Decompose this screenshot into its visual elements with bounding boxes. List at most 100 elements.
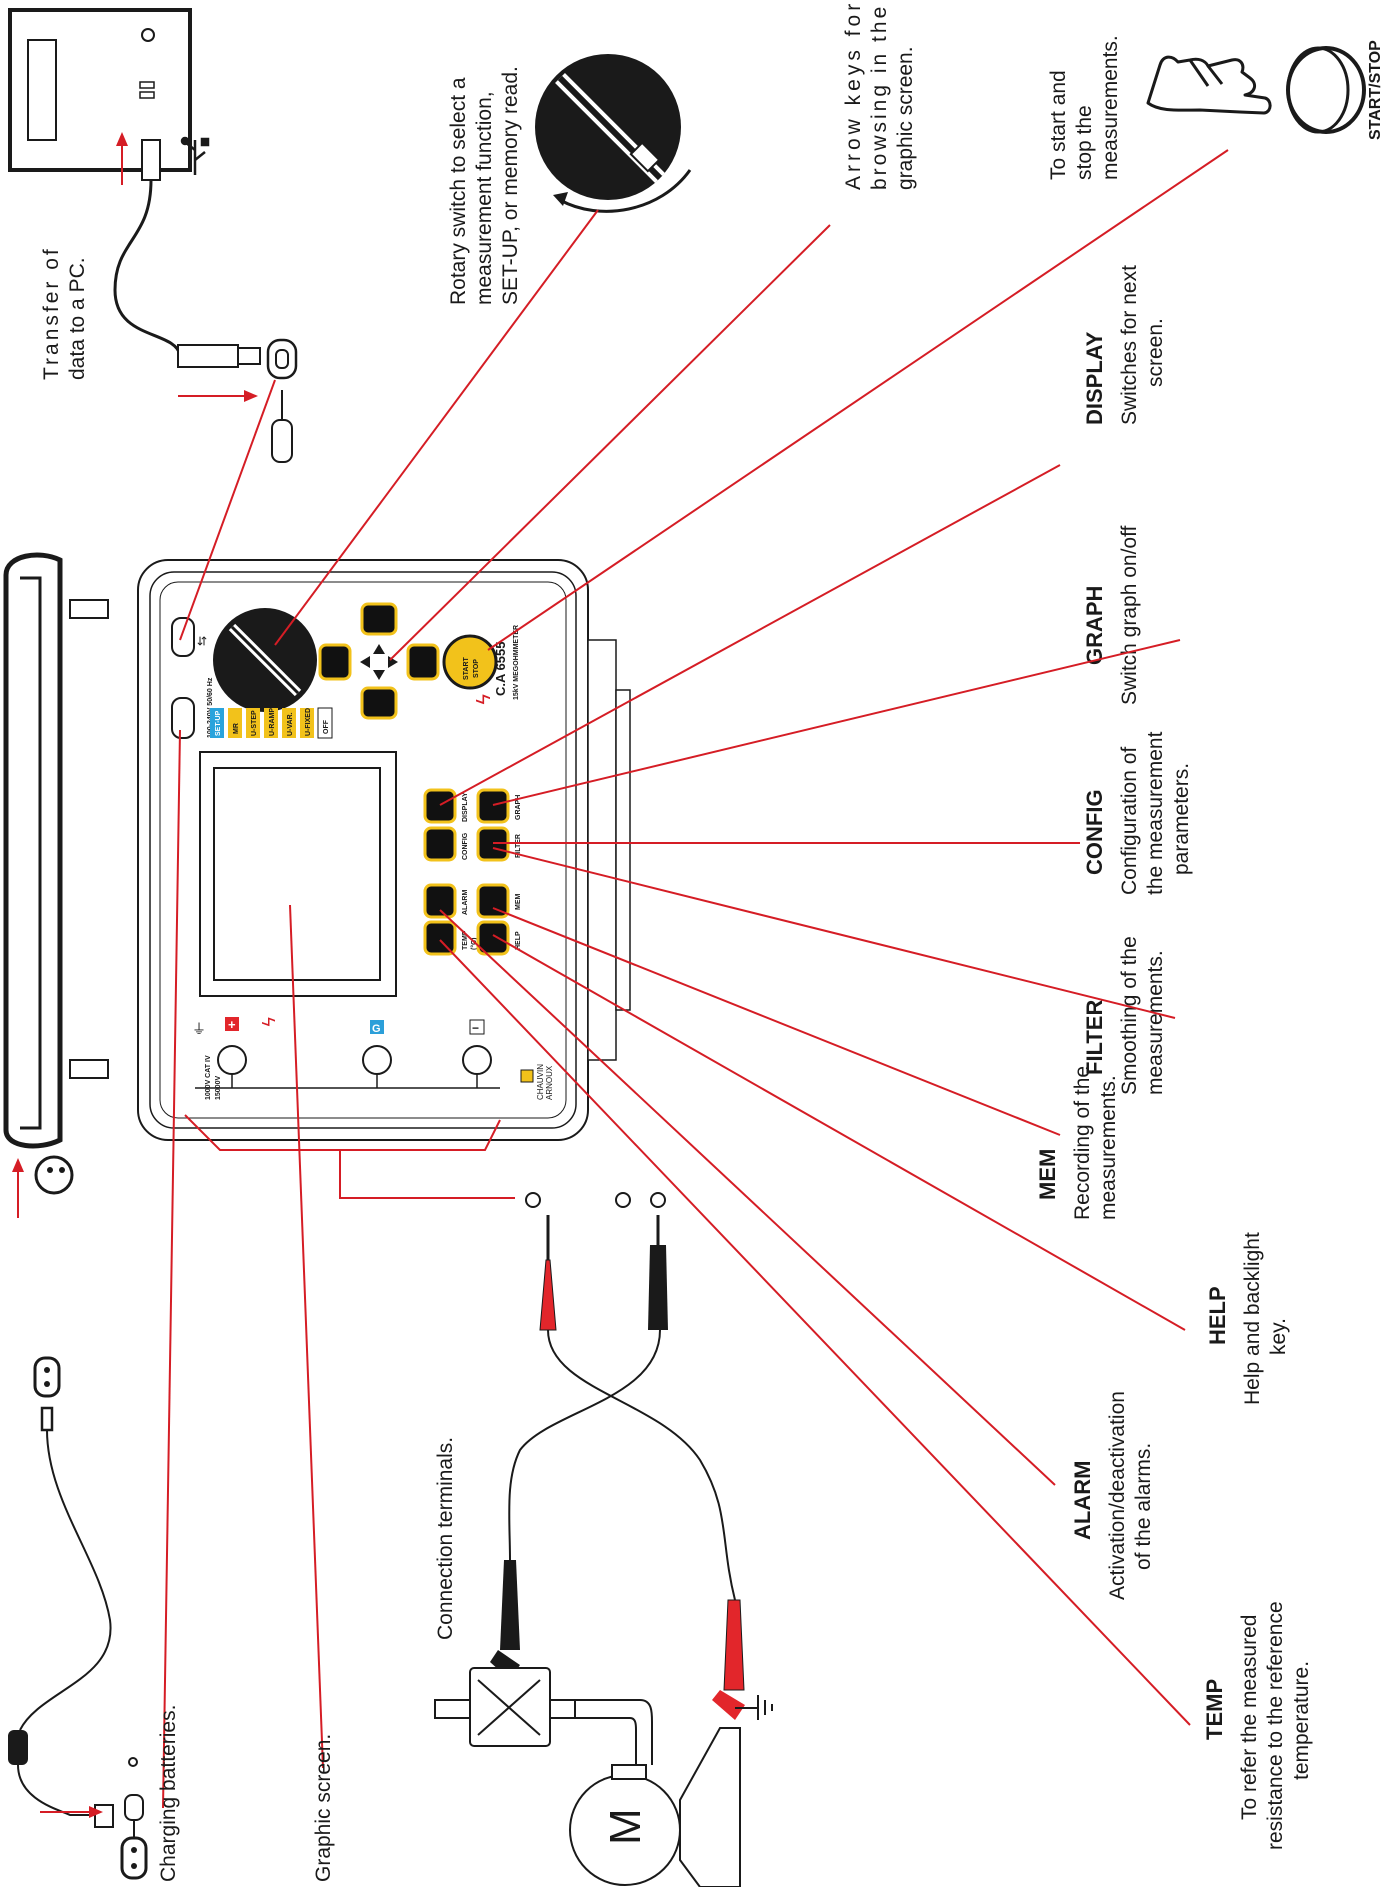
charging-arrows — [12, 1158, 103, 1818]
svg-text:Switches for next: Switches for next — [1118, 265, 1141, 425]
rotary-positions: SET-UP MR U-STEP U-RAMP U-VAR. U-FIXED O… — [210, 707, 333, 739]
svg-text:stop the: stop the — [1073, 105, 1096, 180]
svg-text:TEMP: TEMP — [1202, 1679, 1227, 1740]
device-charging-port-icon: 100-240V 50/60 Hz — [171, 677, 214, 739]
svg-text:Transfer of: Transfer of — [40, 246, 63, 380]
usb-cable-icon — [113, 139, 261, 368]
start-stop-label: To start and stop the measurements. — [1047, 35, 1122, 180]
svg-text:Rotary switch to select a: Rotary switch to select a — [447, 77, 470, 305]
key-left — [318, 643, 352, 681]
arrow-keys-label: Arrow keys for browsing in the graphic s… — [842, 0, 917, 190]
terminal-plus — [217, 1045, 247, 1075]
start-stop-button-icon — [1286, 46, 1366, 134]
svg-text:G: G — [372, 1023, 381, 1035]
svg-text:measurements.: measurements. — [1097, 1075, 1120, 1220]
key-display — [423, 788, 457, 824]
svg-text:Activation/deactivation: Activation/deactivation — [1106, 1391, 1129, 1600]
svg-text:Configuration of: Configuration of — [1118, 747, 1141, 895]
svg-text:of the alarms.: of the alarms. — [1132, 1443, 1155, 1570]
svg-text:DISPLAY: DISPLAY — [462, 792, 469, 822]
device-start-stop-button: START STOP — [442, 634, 498, 690]
svg-text:MEM: MEM — [515, 894, 522, 911]
graph-label: GRAPH Switch graph on/off — [1082, 525, 1141, 705]
svg-text:15kV MEGOHMMETER: 15kV MEGOHMMETER — [513, 625, 520, 700]
svg-text:HELP: HELP — [1205, 1286, 1230, 1345]
terminal-dots — [525, 1192, 666, 1208]
svg-text:SET-UP, or memory read.: SET-UP, or memory read. — [499, 66, 522, 305]
svg-text:Recording of the: Recording of the — [1071, 1066, 1094, 1220]
charging-label: Charging batteries. — [157, 1705, 180, 1882]
rotary-switch-icon — [213, 608, 317, 712]
terminals: + G − ϟ 1000V CAT IV 15000V ⏚ CHAUVIN AR… — [192, 1017, 554, 1100]
svg-text:To refer the measured: To refer the measured — [1238, 1615, 1261, 1820]
svg-text:ϟ: ϟ — [258, 1017, 278, 1027]
svg-text:Arrow keys for: Arrow keys for — [842, 0, 865, 190]
svg-text:key.: key. — [1267, 1318, 1290, 1355]
arrow-keys — [318, 602, 440, 720]
svg-text:GRAPH: GRAPH — [515, 795, 522, 820]
svg-text:To start and: To start and — [1047, 70, 1070, 180]
svg-text:ALARM: ALARM — [1070, 1461, 1095, 1540]
help-label: HELP Help and backlight key. — [1205, 1232, 1290, 1405]
key-help — [476, 920, 510, 956]
pc-tower-icon — [8, 8, 192, 172]
usb-port-icon — [266, 338, 298, 463]
key-down — [360, 686, 398, 720]
rotary-switch-label: Rotary switch to select a measurement fu… — [447, 66, 522, 305]
rotary-switch-zoom-icon — [535, 54, 692, 213]
svg-text:data to a PC.: data to a PC. — [66, 257, 89, 380]
svg-text:graphic screen.: graphic screen. — [894, 46, 917, 190]
svg-text:parameters.: parameters. — [1170, 763, 1193, 875]
usb-symbol-icon — [180, 136, 210, 175]
svg-text:15000V: 15000V — [215, 1076, 222, 1100]
svg-text:DISPLAY: DISPLAY — [1082, 331, 1107, 425]
key-up — [360, 602, 398, 636]
temp-label: TEMP To refer the measured resistance to… — [1202, 1601, 1313, 1850]
svg-text:HELP: HELP — [515, 931, 522, 950]
display-label: DISPLAY Switches for next screen. — [1082, 265, 1167, 425]
connection-terminals-label: Connection terminals. — [434, 1437, 457, 1640]
alarm-label: ALARM Activation/deactivation of the ala… — [1070, 1391, 1155, 1600]
device-model-label: C.A 6555 15kV MEGOHMMETER — [493, 625, 520, 700]
filter-label: FILTER Smoothing of the measurements. — [1082, 936, 1167, 1095]
svg-text:CHAUVIN: CHAUVIN — [536, 1064, 545, 1100]
terminal-minus — [462, 1045, 492, 1075]
svg-text:temperature.: temperature. — [1290, 1661, 1313, 1780]
key-config — [423, 826, 457, 862]
device-usb-port-icon: ⇆ — [171, 617, 209, 657]
svg-text:1000V CAT IV: 1000V CAT IV — [205, 1055, 212, 1100]
svg-text:measurements.: measurements. — [1144, 950, 1167, 1095]
svg-text:FILTER: FILTER — [1082, 1000, 1107, 1075]
svg-text:U-FIXED: U-FIXED — [305, 708, 312, 736]
lightning-icon: ϟ — [471, 694, 493, 705]
graphic-screen-label: Graphic screen. — [312, 1734, 335, 1882]
svg-text:Switch graph on/off: Switch graph on/off — [1118, 525, 1141, 705]
svg-text:ALARM: ALARM — [462, 890, 469, 915]
svg-text:⇆: ⇆ — [195, 636, 209, 646]
svg-text:MEM: MEM — [1035, 1149, 1060, 1200]
svg-text:browsing in the: browsing in the — [868, 4, 891, 190]
svg-text:START: START — [463, 656, 470, 680]
svg-text:measurements.: measurements. — [1099, 35, 1122, 180]
svg-text:measurement function,: measurement function, — [473, 91, 496, 305]
key-right — [406, 643, 440, 681]
svg-text:MR: MR — [233, 723, 240, 734]
svg-text:⏚: ⏚ — [192, 1021, 206, 1037]
svg-text:(°C): (°C) — [470, 937, 478, 950]
svg-text:SET-UP: SET-UP — [215, 710, 222, 736]
svg-text:Help and backlight: Help and backlight — [1241, 1232, 1264, 1405]
charging-port-zoom-icon — [120, 1757, 148, 1880]
svg-text:100-240V 50/60 Hz: 100-240V 50/60 Hz — [207, 677, 214, 738]
svg-text:the measurement: the measurement — [1144, 731, 1167, 895]
mem-label: MEM Recording of the measurements. — [1035, 1066, 1120, 1220]
terminals-bracket — [184, 1114, 515, 1199]
motor-label: M — [601, 1808, 650, 1845]
hand-icon — [1146, 55, 1272, 115]
svg-text:TEMP: TEMP — [462, 930, 469, 950]
svg-text:screen.: screen. — [1144, 318, 1167, 387]
key-alarm — [423, 883, 457, 919]
case-lid — [3, 552, 109, 1149]
svg-text:U-RAMP: U-RAMP — [269, 708, 276, 736]
terminal-guard — [362, 1045, 392, 1075]
